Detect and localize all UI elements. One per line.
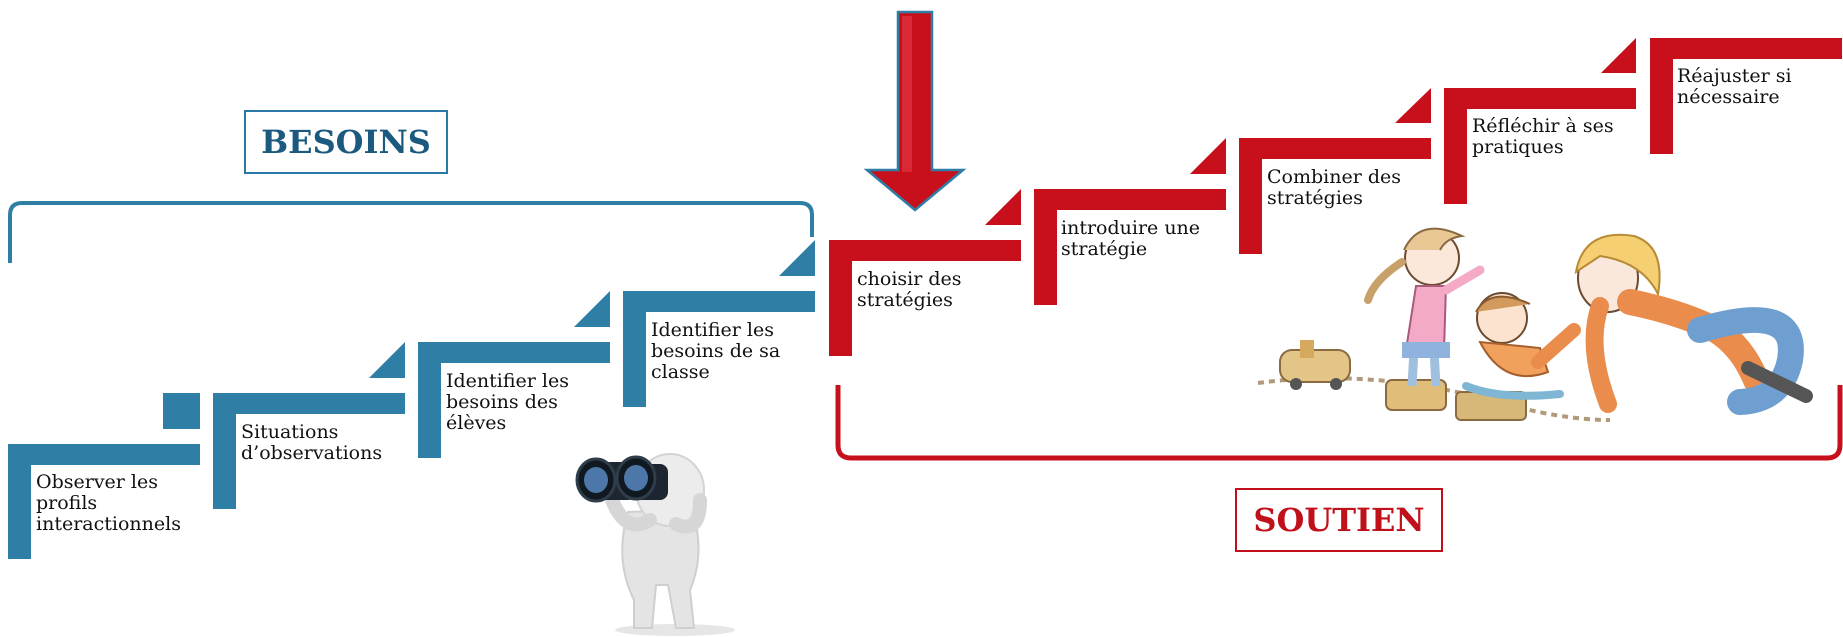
soutien-step-1 xyxy=(829,240,1021,356)
besoins-corner-2 xyxy=(369,342,405,378)
soutien-step-3 xyxy=(1239,138,1431,254)
besoins-step-1 xyxy=(8,393,200,559)
soutien-corner-1 xyxy=(985,189,1021,225)
children-playing-illustration xyxy=(1257,227,1813,422)
besoins-step-4 xyxy=(623,291,815,407)
besoins-corner-1 xyxy=(164,393,200,429)
soutien-corner-3 xyxy=(1395,88,1431,123)
besoins-corner-4 xyxy=(779,240,815,276)
down-arrow-icon xyxy=(863,10,967,212)
besoins-bracket xyxy=(8,201,814,263)
soutien-step-2 xyxy=(1034,189,1226,305)
soutien-corner-2 xyxy=(1190,138,1226,174)
soutien-bracket xyxy=(835,385,1843,461)
soutien-title: SOUTIEN xyxy=(1235,488,1443,552)
besoins-title: BESOINS xyxy=(244,110,448,174)
besoins-step-3 xyxy=(418,342,610,458)
soutien-corner-4 xyxy=(1601,38,1636,73)
besoins-step-2 xyxy=(213,393,405,509)
soutien-step-5 xyxy=(1650,38,1842,154)
soutien-step-4 xyxy=(1444,88,1636,204)
binoculars-figure-icon xyxy=(575,453,735,636)
besoins-corner-3 xyxy=(574,291,610,327)
